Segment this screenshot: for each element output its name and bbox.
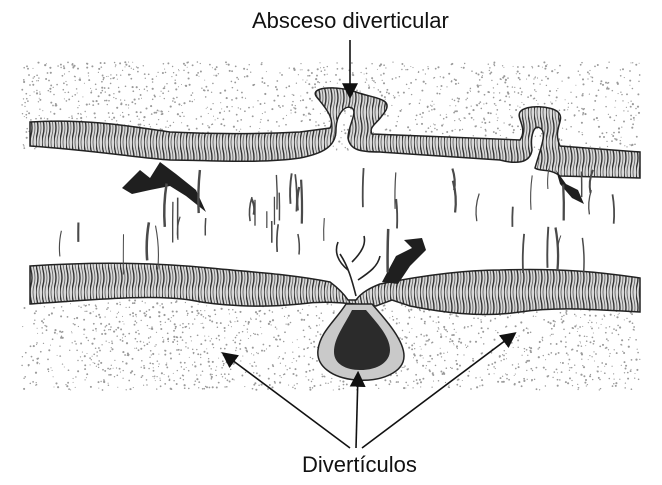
diverticula-label: Divertículos [302,452,417,478]
upper-colon-wall [30,88,640,178]
arrow-diverticulum-center [356,374,358,448]
abscess-label: Absceso diverticular [252,8,449,34]
lower-colon-wall [30,263,640,314]
